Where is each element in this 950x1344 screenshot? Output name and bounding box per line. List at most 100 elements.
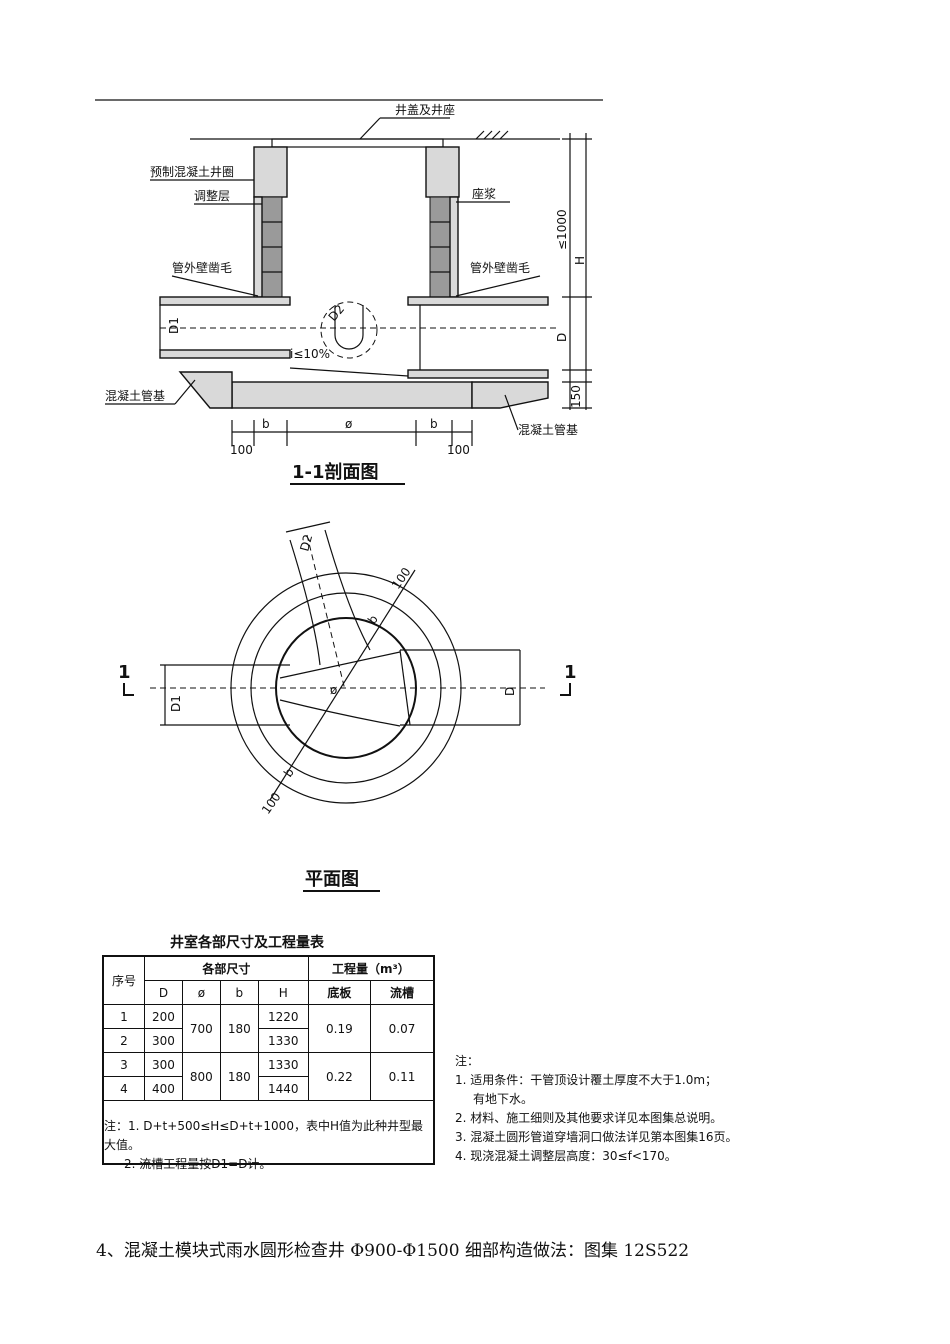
plan-radial-dim (269, 569, 416, 801)
th-dims: 各部尺寸 (144, 955, 309, 981)
label-adjust-layer: 调整层 (194, 188, 230, 203)
cell-d: 300 (144, 1052, 183, 1077)
cell-phi: 800 (181, 1052, 221, 1101)
th-d: D (144, 980, 183, 1005)
th-qty: 工程量（m³） (307, 955, 435, 981)
table-header-row: 序号 各部尺寸 工程量（m³） (102, 955, 435, 1005)
section-caption: 1-1剖面图 (292, 461, 379, 483)
wall-right-joints (430, 221, 450, 273)
wall-right-outer (449, 196, 459, 298)
section-drawing: 井盖及井座 预制混凝土井圈 调整层 管外壁凿毛 座浆 管外壁凿毛 (95, 99, 603, 485)
th-no: 序号 (102, 955, 145, 1005)
plan-caption: 平面图 (305, 869, 359, 890)
side-note-1b: 有地下水。 (473, 1092, 534, 1106)
plan-cut-left-label: 1 (118, 662, 131, 683)
cell-no: 1 (102, 1004, 145, 1029)
pipe-right-top-wall (407, 296, 549, 306)
th-trough: 流槽 (370, 980, 435, 1005)
leader-base-left-2 (174, 379, 196, 405)
label-slope: i≤10% (290, 347, 330, 361)
plan-dim-d: D (503, 687, 517, 696)
side-notes: 注： 1. 适用条件：干管顶设计覆土厚度不大于1.0m； 有地下水。 2. 材料… (455, 1052, 738, 1166)
th-h: H (257, 980, 309, 1005)
cell-d: 400 (144, 1076, 183, 1101)
side-note-1: 1. 适用条件：干管顶设计覆土厚度不大于1.0m； (455, 1073, 718, 1087)
table-row: 1 200 700 180 1220 0.19 0.07 (102, 1004, 435, 1053)
label-pipe-base-left: 混凝土管基 (105, 388, 165, 403)
plan-pipe-right (400, 649, 520, 726)
dim-h: H (573, 256, 587, 265)
th-base: 底板 (307, 980, 372, 1005)
cell-no: 3 (102, 1052, 145, 1077)
plan-dim-100-bottom: 100 (259, 790, 284, 817)
plan-trough (279, 651, 401, 727)
cell-h: 1330 (257, 1052, 309, 1077)
ground-hatch (475, 130, 509, 140)
table-note-2: 2. 流槽工程量按D1=D计。 (124, 1157, 272, 1171)
base-slab (231, 381, 473, 409)
pipe-d2-circle (320, 301, 378, 359)
dim-right-ticks (562, 138, 592, 409)
table-row: 3 300 800 180 1330 0.22 0.11 (102, 1052, 435, 1101)
dim-b-right: b (430, 417, 438, 431)
table-notes-cell (102, 1100, 435, 1165)
pipe-right-bottom-wall (407, 369, 549, 379)
side-note-3: 3. 混凝土圆形管道穿墙洞口做法详见第本图集16页。 (455, 1130, 738, 1144)
plan-dim-phi: ø (330, 683, 337, 697)
cell-trough: 0.07 (370, 1004, 435, 1053)
pipe-base-left (178, 371, 233, 409)
dim-100-right: 100 (447, 443, 470, 457)
plan-drawing: D2 100 b b 100 ø D1 D 1 1 平面图 (118, 521, 577, 892)
dim-d1-section: D1 (167, 317, 181, 334)
plan-d2-dimline (285, 521, 331, 533)
label-chisel-left: 管外壁凿毛 (172, 260, 232, 275)
plan-pipe-right-end (399, 649, 411, 726)
dim-d2-section: D2 (326, 302, 348, 324)
cell-trough: 0.11 (370, 1052, 435, 1101)
dim-bottom-ticks (231, 420, 473, 446)
table-title: 井室各部尺寸及工程量表 (170, 935, 324, 951)
cell-h: 1440 (257, 1076, 309, 1101)
cell-no: 2 (102, 1028, 145, 1053)
cell-h: 1220 (257, 1004, 309, 1029)
label-precast-ring: 预制混凝土井圈 (150, 164, 234, 179)
quantity-table: 序号 各部尺寸 工程量（m³） D ø b H 底板 流槽 1 200 700 … (102, 955, 435, 1165)
plan-cut-right-mark (560, 683, 571, 696)
cell-b: 180 (219, 1004, 259, 1053)
side-note-2: 2. 材料、施工细则及其他要求详见本图集总说明。 (455, 1111, 723, 1125)
label-pipe-base-right: 混凝土管基 (518, 422, 578, 437)
leader-chisel-right (455, 275, 541, 297)
precast-ring-right (425, 146, 460, 198)
cover-frame (271, 138, 444, 148)
plan-inlet-pipe (289, 529, 371, 666)
plan-inlet-centerline (306, 534, 346, 691)
cell-d: 300 (144, 1028, 183, 1053)
plan-dim-d1: D1 (169, 695, 183, 712)
table-notes: 注：1. D+t+500≤H≤D+t+1000，表中H值为此种井型最大值。 2.… (104, 1117, 434, 1174)
wall-left-outer (253, 196, 263, 298)
cover-leader (359, 117, 381, 140)
pipe-left-top-wall (159, 296, 291, 306)
dim-d-section: D (555, 333, 569, 342)
precast-ring-left (253, 146, 288, 198)
table-row: 4 400 1440 (102, 1076, 434, 1101)
dim-150: 150 (569, 385, 583, 408)
th-phi: ø (181, 980, 221, 1005)
side-notes-head: 注： (455, 1054, 480, 1068)
table-note-1: 注：1. D+t+500≤H≤D+t+1000，表中H值为此种井型最大值。 (104, 1119, 423, 1152)
dim-b-left: b (262, 417, 270, 431)
label-mortar: 座浆 (472, 186, 496, 201)
table-notes-row (102, 1100, 435, 1165)
cell-b: 180 (219, 1052, 259, 1101)
cell-base: 0.22 (307, 1052, 372, 1101)
leader-chisel-left (171, 275, 259, 297)
cell-d: 200 (144, 1004, 183, 1029)
dim-phi-section: ø (345, 417, 352, 431)
side-note-4: 4. 现浇混凝土调整层高度：30≤f<170。 (455, 1149, 677, 1163)
table-row: 2 300 1330 (102, 1028, 434, 1053)
plan-cut-left-mark (123, 683, 134, 696)
plan-dim-d2: D2 (297, 533, 315, 553)
trough-slope (289, 367, 409, 377)
plan-dim-b-top: b (365, 612, 381, 626)
